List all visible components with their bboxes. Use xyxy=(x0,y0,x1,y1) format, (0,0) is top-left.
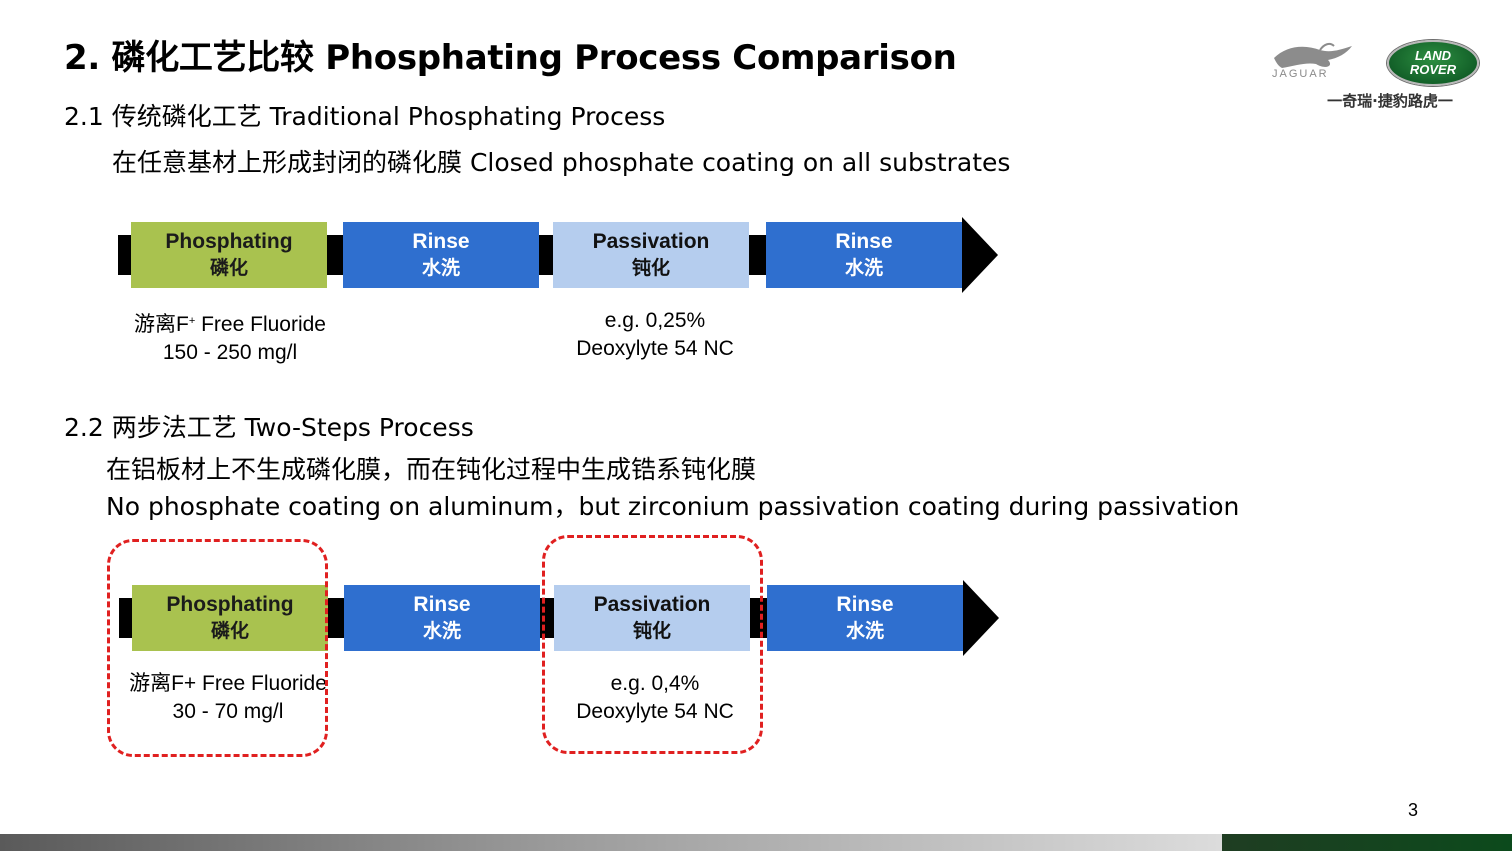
footer-bar xyxy=(0,834,1222,851)
note-line: e.g. 0,25% xyxy=(604,309,706,332)
jaguar-leaper-icon xyxy=(1274,42,1352,68)
section2-subtitle-cn: 在铝板材上不生成磷化膜，而在钝化过程中生成锆系钝化膜 xyxy=(106,455,757,484)
step-label-en: Phosphating xyxy=(165,230,293,253)
footer-brand-bar xyxy=(1222,834,1512,851)
step-label-cn: 钝化 xyxy=(631,257,670,279)
note-line: 30 - 70 mg/l xyxy=(172,700,284,723)
step-label-cn: 水洗 xyxy=(421,257,460,279)
note-free-fluoride: 游离F+ Free Fluoride 30 - 70 mg/l xyxy=(108,670,348,726)
process-arrow-head-icon xyxy=(963,580,999,656)
step-label-en: Phosphating xyxy=(166,593,294,616)
note-line: Deoxylyte 54 NC xyxy=(576,700,734,723)
section1-heading: 2.1 传统磷化工艺 Traditional Phosphating Proce… xyxy=(64,102,666,131)
note-text: Free Fluoride xyxy=(195,313,326,336)
highlight-box-passivation xyxy=(542,535,763,754)
page-number: 3 xyxy=(1408,800,1419,820)
step-label-en: Rinse xyxy=(836,593,894,616)
step-label-cn: 水洗 xyxy=(845,620,884,642)
highlight-box-phosphating xyxy=(107,539,328,757)
note-line: 游离F+ Free Fluoride xyxy=(110,307,350,339)
step-label-en: Passivation xyxy=(592,230,710,253)
step-rinse: Rinse 水洗 xyxy=(766,222,962,288)
section1-subtitle: 在任意基材上形成封闭的磷化膜 Closed phosphate coating … xyxy=(112,148,1011,177)
note-free-fluoride: 游离F+ Free Fluoride 150 - 250 mg/l xyxy=(110,307,350,367)
jaguar-wordmark: JAGUAR xyxy=(1272,68,1329,80)
step-label-cn: 磷化 xyxy=(210,620,249,642)
step-rinse: Rinse 水洗 xyxy=(344,585,540,651)
page-title: 2. 磷化工艺比较 Phosphating Process Comparison xyxy=(64,38,957,78)
step-label-en: Rinse xyxy=(413,593,471,616)
step-rinse: Rinse 水洗 xyxy=(343,222,539,288)
note-line: e.g. 0,4% xyxy=(610,672,700,695)
step-passivation: Passivation 钝化 xyxy=(554,585,750,651)
step-passivation: Passivation 钝化 xyxy=(553,222,749,288)
section2-heading: 2.2 两步法工艺 Two-Steps Process xyxy=(64,413,474,442)
superscript: + xyxy=(188,315,196,327)
landrover-word-rover: ROVER xyxy=(1409,62,1457,77)
step-label-en: Passivation xyxy=(593,593,711,616)
landrover-logo: LAND ROVER xyxy=(1387,40,1479,86)
step-label-en: Rinse xyxy=(835,230,893,253)
step-label-cn: 水洗 xyxy=(422,620,461,642)
step-rinse: Rinse 水洗 xyxy=(767,585,963,651)
brand-cn-text: 一奇瑞·捷豹路虎一 xyxy=(1327,92,1453,110)
note-line: 150 - 250 mg/l xyxy=(162,341,298,364)
note-passivation-dose: e.g. 0,4% Deoxylyte 54 NC xyxy=(540,670,770,726)
step-label-cn: 钝化 xyxy=(632,620,671,642)
section2-subtitle-en: No phosphate coating on aluminum，but zir… xyxy=(106,492,1240,521)
note-line: Deoxylyte 54 NC xyxy=(576,337,734,360)
note-line: 游离F+ Free Fluoride xyxy=(129,672,327,695)
note-passivation-dose: e.g. 0,25% Deoxylyte 54 NC xyxy=(540,307,770,363)
step-phosphating: Phosphating 磷化 xyxy=(132,585,328,651)
landrover-word-land: LAND xyxy=(1414,48,1452,63)
step-label-cn: 磷化 xyxy=(209,257,248,279)
step-label-en: Rinse xyxy=(412,230,470,253)
step-phosphating: Phosphating 磷化 xyxy=(131,222,327,288)
process-arrow-head-icon xyxy=(962,217,998,293)
note-text: 游离F xyxy=(134,313,189,336)
step-label-cn: 水洗 xyxy=(844,257,883,279)
